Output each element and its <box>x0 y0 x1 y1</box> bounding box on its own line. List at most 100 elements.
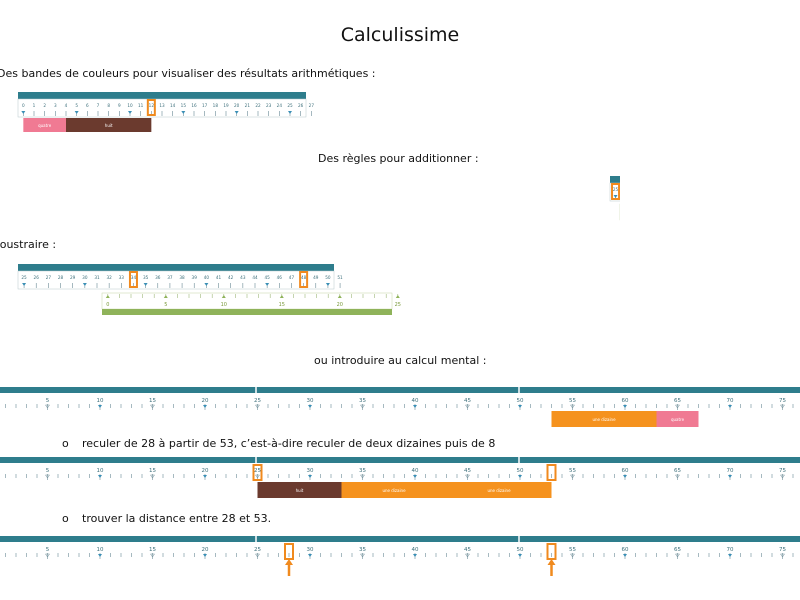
tick-label: 47 <box>289 275 295 280</box>
page-title: Calculissime <box>340 24 460 46</box>
ten-marker <box>623 405 627 408</box>
tick-label: 38 <box>179 275 185 280</box>
five-marker <box>360 474 365 479</box>
five-marker <box>570 404 575 409</box>
tick-label: 0 <box>22 103 25 108</box>
addition-heading: Des règles pour additionner : <box>318 152 479 165</box>
tick-label: 17 <box>202 103 208 108</box>
tick-label: 75 <box>779 547 786 553</box>
tick-label: 33 <box>119 275 125 280</box>
tick-label: 65 <box>674 547 681 553</box>
five-marker <box>45 404 50 409</box>
ten-marker <box>413 405 417 408</box>
sub-marker <box>279 295 284 298</box>
five-marker <box>143 283 148 286</box>
tick-label: 25 <box>21 275 27 280</box>
tick-label: 6 <box>86 103 89 108</box>
tick-label: 30 <box>307 468 314 474</box>
ten-marker <box>728 554 732 557</box>
highlight-box <box>146 99 156 116</box>
highlight-box <box>299 271 309 288</box>
intro-text: Des bandes de couleurs pour visualiser d… <box>0 67 376 80</box>
ten-marker <box>98 475 102 478</box>
tick-label: 5 <box>75 103 78 108</box>
five-marker <box>570 474 575 479</box>
five-marker <box>613 195 618 198</box>
bullet-1-text: reculer de 28 à partir de 53, c’est-à-di… <box>82 437 496 450</box>
ten-marker <box>308 405 312 408</box>
tick-label: 26 <box>298 103 304 108</box>
five-marker <box>288 111 292 114</box>
five-marker <box>675 474 680 479</box>
ten-marker <box>518 554 522 557</box>
five-marker <box>204 283 209 286</box>
tick-label: 25 <box>287 103 293 108</box>
tick-label: 50 <box>325 275 331 280</box>
five-marker <box>360 404 365 409</box>
tick-label: 27 <box>46 275 52 280</box>
bar-label: quatre <box>38 123 52 128</box>
ten-marker <box>728 405 732 408</box>
tick-label: 11 <box>138 103 144 108</box>
bar-label: huit <box>296 488 304 493</box>
ten-marker <box>518 405 522 408</box>
tick-label: 29 <box>70 275 76 280</box>
subtraction-heading: soustraire : <box>0 238 57 251</box>
tick-label: 43 <box>240 275 246 280</box>
tick-label: 4 <box>65 103 68 108</box>
tick-label: 46 <box>277 275 283 280</box>
sub-label: 5 <box>164 302 167 308</box>
bar-label: une dizaine <box>487 488 511 493</box>
sub-label: 10 <box>221 302 227 308</box>
five-marker <box>150 404 155 409</box>
tick-label: 18 <box>213 103 219 108</box>
tick-label: 1 <box>33 103 36 108</box>
sub-marker <box>395 295 400 298</box>
tick-label: 31 <box>94 275 100 280</box>
tick-label: 3 <box>54 103 57 108</box>
tick-label: 5 <box>46 398 50 404</box>
five-marker <box>675 553 680 558</box>
tick-label: 37 <box>167 275 173 280</box>
bar-label: une dizaine <box>592 417 616 422</box>
tick-label: 14 <box>170 103 176 108</box>
five-marker <box>675 404 680 409</box>
tick-label: 34 <box>131 275 137 280</box>
ten-marker <box>98 554 102 557</box>
color-bar <box>257 482 342 498</box>
sub-label: 25 <box>395 302 401 308</box>
tick-label: 65 <box>674 468 681 474</box>
bar-label: quatre <box>671 417 685 422</box>
ruler-body <box>17 98 307 118</box>
tick-label: 50 <box>517 547 524 553</box>
ten-marker <box>728 475 732 478</box>
bar-label: huit <box>105 123 113 128</box>
tick-label: 28 <box>58 275 64 280</box>
five-marker <box>150 474 155 479</box>
tick-label: 45 <box>464 468 471 474</box>
highlight-box <box>128 271 138 288</box>
ten-marker <box>518 475 522 478</box>
tick-label: 55 <box>569 398 576 404</box>
tick-label: 70 <box>727 398 734 404</box>
tick-label: 16 <box>191 103 197 108</box>
color-bar <box>656 411 699 427</box>
tick-label: 25 <box>254 398 261 404</box>
tick-label: 36 <box>155 275 161 280</box>
ruler-band <box>610 176 620 183</box>
five-marker <box>45 553 50 558</box>
tick-label: 45 <box>464 398 471 404</box>
tick-label: 35 <box>359 547 366 553</box>
arrow-up-icon <box>285 559 293 565</box>
tick-label: 19 <box>223 103 229 108</box>
tick-label: 10 <box>97 468 104 474</box>
tick-label: 2 <box>43 103 46 108</box>
tick-label: 55 <box>569 547 576 553</box>
five-marker <box>150 553 155 558</box>
tick-label: 60 <box>622 547 629 553</box>
ruler-band <box>0 457 800 463</box>
ruler-band <box>18 264 334 271</box>
